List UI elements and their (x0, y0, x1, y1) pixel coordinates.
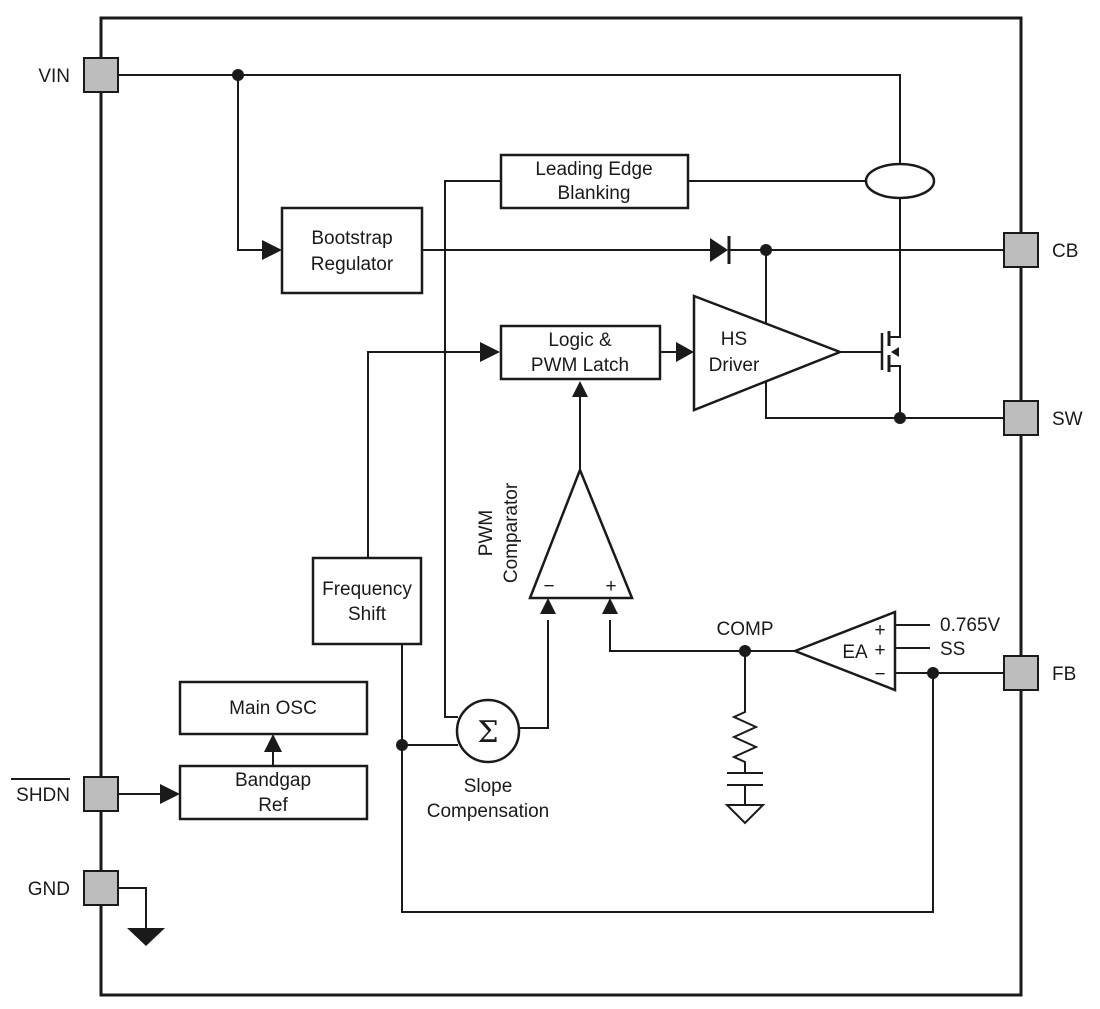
leb-to-sum (444, 180, 501, 718)
wires (118, 74, 1004, 928)
main-osc-block: Main OSC (178, 680, 369, 736)
slope-summing-node: Σ (455, 698, 521, 764)
pin-fb: FB (1003, 655, 1076, 691)
ground-symbol (127, 928, 165, 946)
freq-label-2: Shift (348, 604, 387, 625)
main-osc-label: Main OSC (229, 698, 317, 719)
current-sense-loop (864, 162, 936, 200)
arrow-into-bandgap (160, 784, 180, 804)
hs-label-2: Driver (709, 355, 760, 376)
pin-cb: CB (1003, 232, 1078, 268)
arrow-into-comp-plus (602, 598, 618, 614)
pin-gnd: GND (28, 870, 119, 906)
bootstrap-diode (710, 236, 731, 264)
freqshift-to-logic (367, 351, 480, 558)
arrow-into-logic-bottom (572, 381, 588, 397)
vref-label: 0.765V (940, 615, 1001, 636)
slope-label-1: Slope (464, 776, 513, 797)
bootstrap-regulator-block: Bootstrap Regulator (280, 206, 424, 295)
arrow-into-bootstrap (262, 240, 282, 260)
comp-to-comp-plus (609, 620, 795, 652)
bandgap-ref-block: Bandgap Ref (178, 764, 369, 821)
vin-rail (118, 74, 901, 168)
gnd-lead (118, 887, 147, 928)
freq-label-1: Frequency (322, 579, 412, 600)
sum-to-comp-minus (520, 620, 549, 729)
hs-driver-block: HS Driver (692, 294, 844, 412)
logic-label-2: PWM Latch (531, 355, 629, 376)
bandgap-label-2: Ref (258, 795, 288, 816)
sigma-symbol: Σ (477, 715, 498, 750)
ea-plus-2: + (874, 640, 885, 661)
junction-osc (396, 739, 408, 751)
ea-plus-1: + (874, 620, 885, 641)
logic-label-1: Logic & (548, 330, 612, 351)
arrow-into-logic (480, 342, 500, 362)
pin-vin: VIN (38, 57, 119, 93)
frequency-shift-block: Frequency Shift (311, 556, 423, 646)
arrow-into-comp-minus (540, 598, 556, 614)
pwm-comparator: − + PWM Comparator (476, 466, 634, 600)
comp-minus-sign: − (543, 576, 554, 597)
leb-label-1: Leading Edge (535, 159, 652, 180)
pin-cb-label: CB (1052, 241, 1078, 262)
arrow-into-driver (676, 342, 694, 362)
leading-edge-blanking-block: Leading Edge Blanking (499, 153, 690, 210)
ea-label: EA (842, 642, 868, 663)
ic-boundary (99, 16, 1023, 997)
pin-vin-label: VIN (38, 66, 70, 87)
fb-to-freqshift (401, 644, 934, 913)
pin-fb-label: FB (1052, 664, 1076, 685)
arrowheads (160, 240, 694, 804)
bootstrap-label-1: Bootstrap (311, 228, 392, 249)
pin-shdn: SHDN (11, 776, 119, 812)
ea-minus: − (874, 664, 885, 685)
junction-cb (760, 244, 772, 256)
comp-node-label: COMP (717, 619, 774, 640)
logic-pwm-latch-block: Logic & PWM Latch (499, 324, 662, 381)
error-amplifier: EA + + − (791, 610, 897, 692)
junction-comp (739, 645, 751, 657)
junction-sw (894, 412, 906, 424)
bootstrap-label-2: Regulator (311, 254, 394, 275)
slope-label-2: Compensation (427, 801, 550, 822)
leb-label-2: Blanking (558, 183, 631, 204)
high-side-mosfet (880, 320, 901, 380)
pwm-comp-label-1: PWM (476, 510, 497, 556)
pin-shdn-label: SHDN (16, 785, 70, 806)
pin-gnd-label: GND (28, 879, 70, 900)
comp-resistor (731, 706, 759, 773)
ss-label: SS (940, 639, 965, 660)
pwm-comp-label-2: Comparator (501, 482, 522, 583)
pin-sw-label: SW (1052, 409, 1083, 430)
comp-plus-sign: + (605, 576, 616, 597)
junction-fb (927, 667, 939, 679)
vin-to-bootstrap (237, 75, 262, 251)
junction-vin (232, 69, 244, 81)
pin-sw: SW (1003, 400, 1083, 436)
cb-to-sw (765, 250, 1004, 419)
hs-label-1: HS (721, 329, 747, 350)
comp-ground-symbol (724, 804, 766, 825)
arrow-into-osc (264, 734, 282, 752)
junctions (232, 69, 939, 751)
bandgap-label-1: Bandgap (235, 770, 311, 791)
